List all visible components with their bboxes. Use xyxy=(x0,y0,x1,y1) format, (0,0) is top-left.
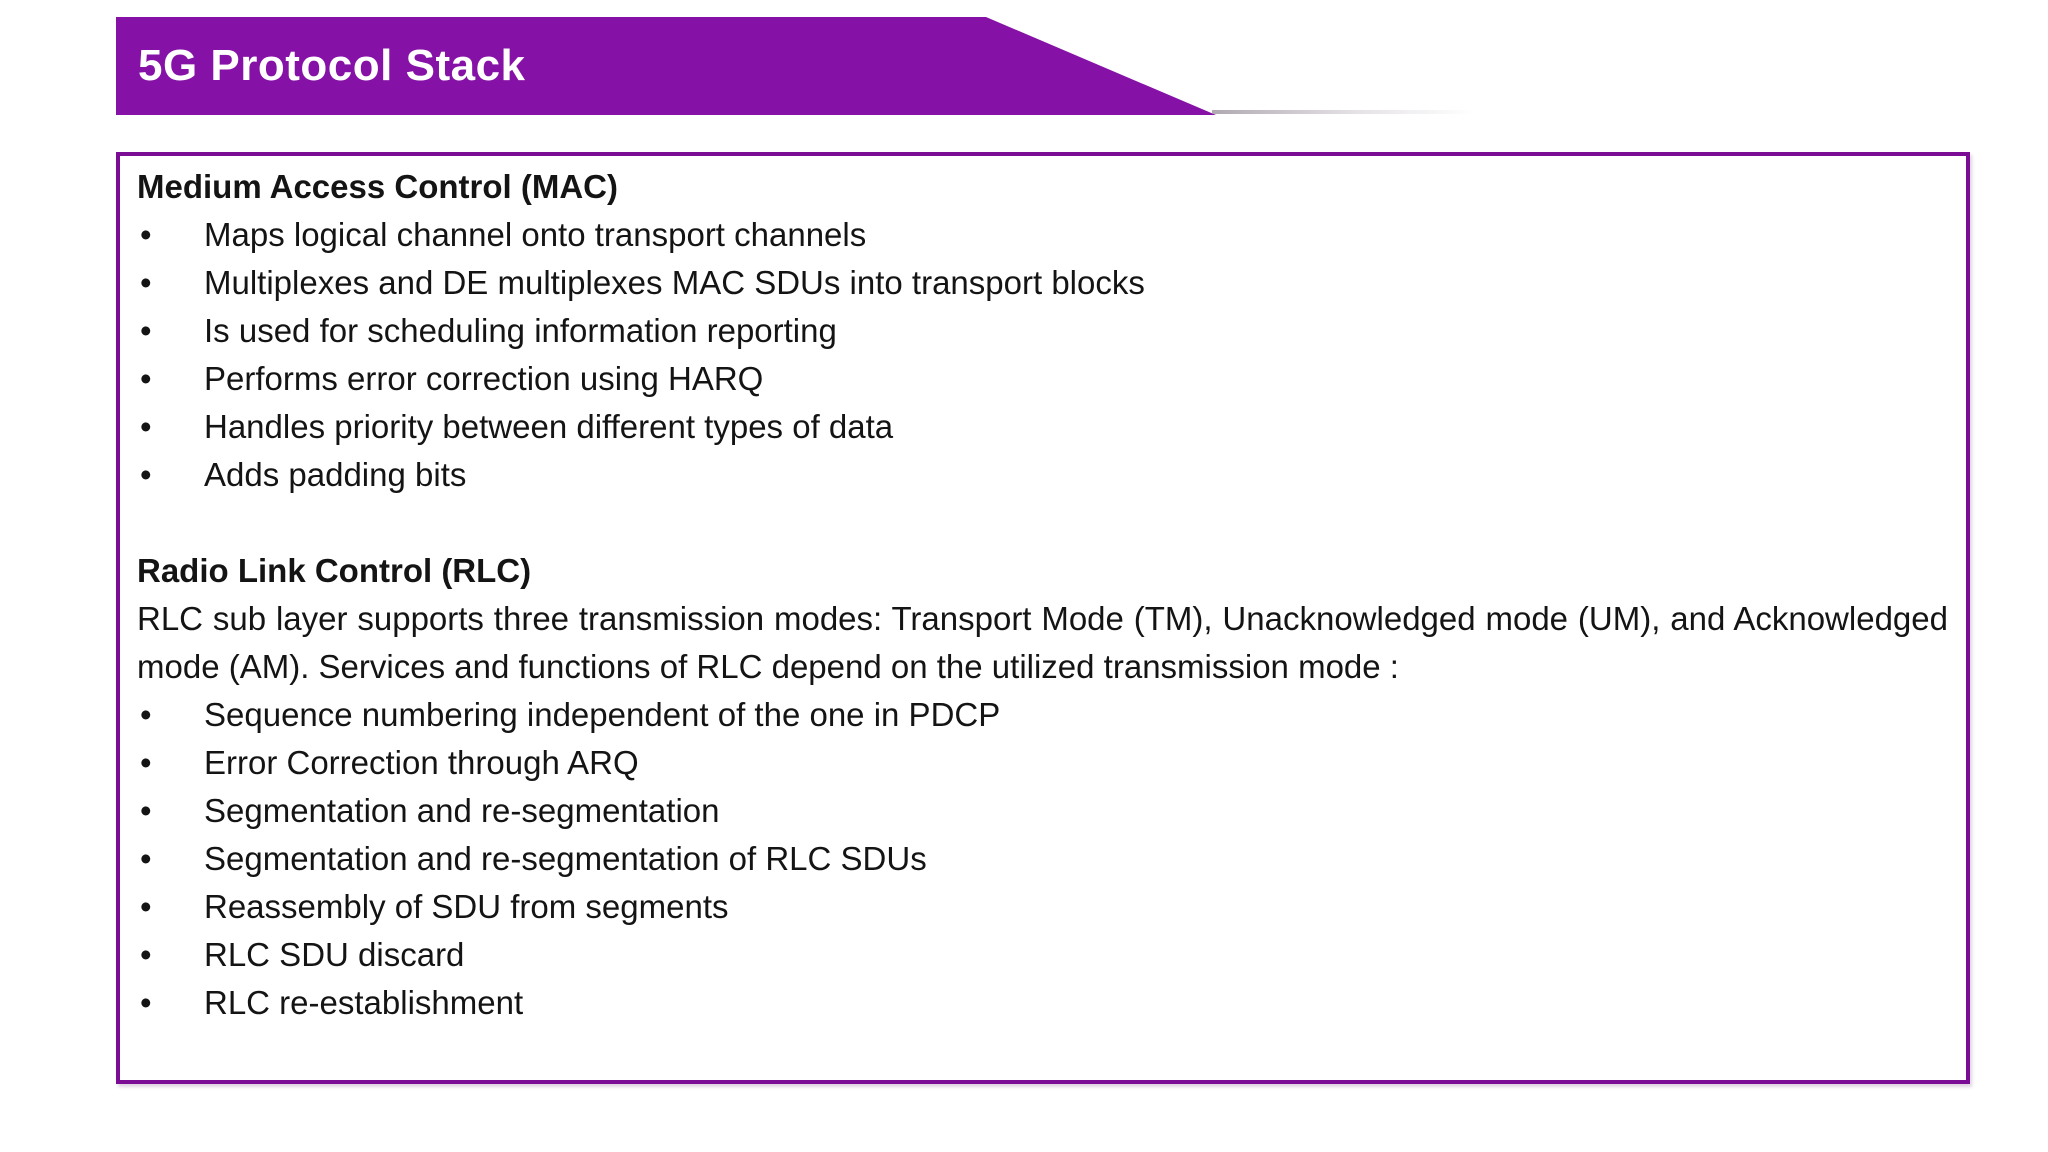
bullet-text: Adds padding bits xyxy=(204,456,467,493)
bullet-marker: • xyxy=(140,792,152,829)
rlc-intro-paragraph: RLC sub layer supports three transmissio… xyxy=(137,600,1948,685)
content-box: Medium Access Control (MAC) • Maps logica… xyxy=(116,152,1970,1084)
list-item: • Is used for scheduling information repo… xyxy=(137,307,1948,355)
rlc-bullet-list: • Sequence numbering independent of the o… xyxy=(137,691,1948,1027)
bullet-text: Performs error correction using HARQ xyxy=(204,360,764,397)
rlc-section-heading: Radio Link Control (RLC) xyxy=(137,552,532,589)
bullet-marker: • xyxy=(140,456,152,493)
list-item: • Segmentation and re-segmentation of RLC… xyxy=(137,835,1948,883)
bullet-text: Segmentation and re-segmentation xyxy=(204,792,720,829)
mac-section-heading: Medium Access Control (MAC) xyxy=(137,168,618,205)
bullet-marker: • xyxy=(140,984,152,1021)
list-item: • RLC SDU discard xyxy=(137,931,1948,979)
list-item: • Sequence numbering independent of the o… xyxy=(137,691,1948,739)
bullet-marker: • xyxy=(140,744,152,781)
list-item: • Multiplexes and DE multiplexes MAC SDUs… xyxy=(137,259,1948,307)
bullet-text: Segmentation and re-segmentation of RLC … xyxy=(204,840,927,877)
bullet-marker: • xyxy=(140,696,152,733)
bullet-text: Is used for scheduling information repor… xyxy=(204,312,837,349)
section-gap xyxy=(137,499,1948,547)
list-item: • Performs error correction using HARQ xyxy=(137,355,1948,403)
mac-bullet-list: • Maps logical channel onto transport cha… xyxy=(137,211,1948,499)
list-item: • Maps logical channel onto transport cha… xyxy=(137,211,1948,259)
bullet-marker: • xyxy=(140,312,152,349)
banner-tail-line xyxy=(1212,110,1474,114)
bullet-marker: • xyxy=(140,936,152,973)
bullet-marker: • xyxy=(140,216,152,253)
bullet-text: Reassembly of SDU from segments xyxy=(204,888,729,925)
list-item: • Error Correction through ARQ xyxy=(137,739,1948,787)
slide-title: 5G Protocol Stack xyxy=(138,41,526,90)
bullet-text: Error Correction through ARQ xyxy=(204,744,639,781)
list-item: • Handles priority between different type… xyxy=(137,403,1948,451)
bullet-text: RLC re-establishment xyxy=(204,984,524,1021)
list-item: • Reassembly of SDU from segments xyxy=(137,883,1948,931)
bullet-text: Multiplexes and DE multiplexes MAC SDUs … xyxy=(204,264,1145,301)
list-item: • Adds padding bits xyxy=(137,451,1948,499)
list-item: • RLC re-establishment xyxy=(137,979,1948,1027)
title-banner: 5G Protocol Stack xyxy=(116,17,1216,115)
bullet-text: RLC SDU discard xyxy=(204,936,465,973)
bullet-text: Maps logical channel onto transport chan… xyxy=(204,216,867,253)
bullet-text: Handles priority between different types… xyxy=(204,408,894,445)
bullet-marker: • xyxy=(140,264,152,301)
bullet-text: Sequence numbering independent of the on… xyxy=(204,696,1001,733)
bullet-marker: • xyxy=(140,360,152,397)
bullet-marker: • xyxy=(140,840,152,877)
bullet-marker: • xyxy=(140,888,152,925)
list-item: • Segmentation and re-segmentation xyxy=(137,787,1948,835)
bullet-marker: • xyxy=(140,408,152,445)
